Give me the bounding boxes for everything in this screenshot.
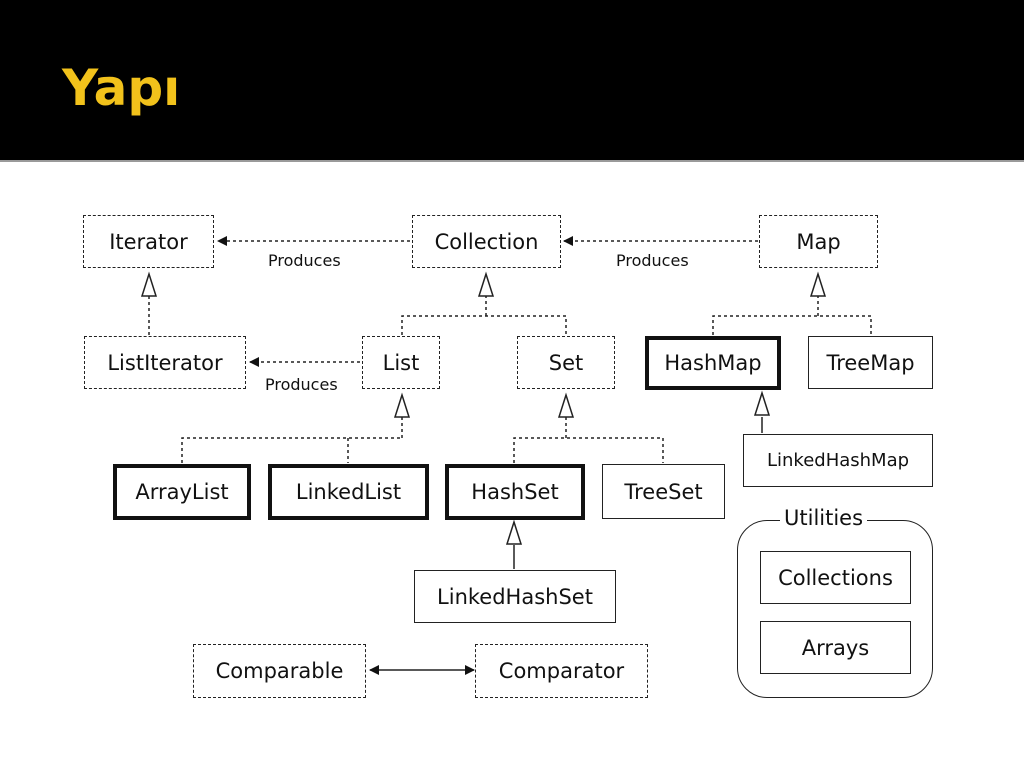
linkedlist-box: LinkedList — [268, 464, 429, 520]
arrays-box: Arrays — [760, 621, 911, 674]
produces-label-listiterator: Produces — [265, 375, 338, 394]
produces-label-iterator: Produces — [268, 251, 341, 270]
comparator-box: Comparator — [475, 644, 648, 698]
utilities-title: Utilities — [780, 506, 868, 530]
inherit-triangle-hashmap — [753, 390, 771, 416]
comparable-box: Comparable — [193, 644, 366, 698]
map-box: Map — [759, 215, 878, 268]
treemap-box: TreeMap — [808, 336, 933, 389]
collections-box: Collections — [760, 551, 911, 604]
listiterator-box: ListIterator — [84, 336, 246, 389]
inherit-triangle-map — [809, 271, 827, 297]
slide-title: Yapı — [62, 59, 181, 117]
linkedhashset-box: LinkedHashSet — [414, 570, 616, 623]
hashmap-box: HashMap — [645, 336, 781, 390]
inherit-triangle-hashset — [505, 519, 523, 545]
collection-box: Collection — [412, 215, 561, 268]
produces-label-collection: Produces — [616, 251, 689, 270]
set-box: Set — [517, 336, 615, 389]
inherit-triangle-set — [557, 392, 575, 418]
title-divider — [0, 160, 1024, 168]
inherit-triangle-iterator — [140, 271, 158, 297]
title-bar — [0, 0, 1024, 160]
inherit-triangle-list — [393, 392, 411, 418]
iterator-box: Iterator — [83, 215, 214, 268]
list-box: List — [362, 336, 440, 389]
inherit-triangle-collection — [477, 271, 495, 297]
arraylist-box: ArrayList — [113, 464, 251, 520]
treeset-box: TreeSet — [602, 464, 725, 519]
linkedhashmap-box: LinkedHashMap — [743, 434, 933, 487]
hashset-box: HashSet — [445, 464, 585, 520]
